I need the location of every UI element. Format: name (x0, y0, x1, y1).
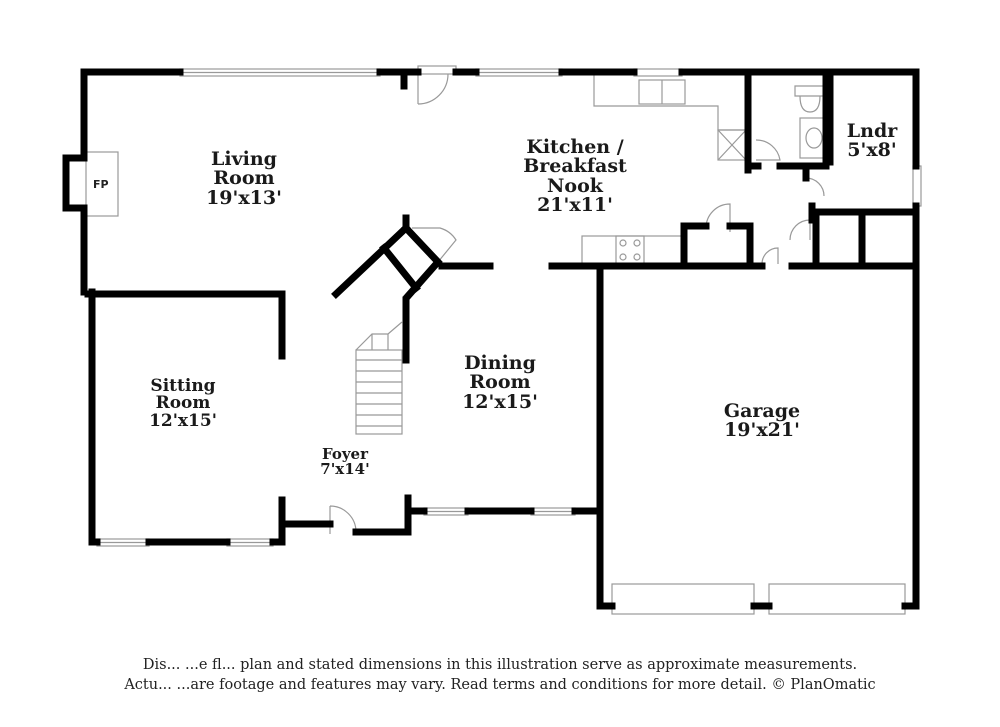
fixtures (85, 65, 922, 615)
living-name-line2: Room (213, 167, 275, 190)
floor-plan (62, 65, 922, 615)
kitchen-lower-counter (581, 235, 685, 265)
kitchen-dims: 21'x11' (537, 194, 613, 217)
room-label-dining: Dining Room 12'x15' (442, 352, 558, 413)
fireplace-box (85, 151, 119, 217)
disclaimer-line1: Dis... ...e fl... plan and stated dimens… (142, 657, 858, 673)
room-label-living: Living Room 19'x13' (184, 148, 304, 209)
laundry-dims: 5'x8' (847, 139, 897, 162)
kitchen-name-line2: Breakfast (523, 155, 627, 178)
sitting-dims: 12'x15' (149, 410, 217, 431)
fireplace-label: FP (93, 178, 109, 191)
garage-dims: 19'x21' (724, 419, 800, 442)
kitchen-name-line1: Kitchen / (526, 136, 624, 158)
walls (62, 68, 920, 610)
living-dims: 19'x13' (206, 186, 282, 209)
room-label-kitchen: Kitchen / Breakfast Nook 21'x11' (505, 136, 645, 217)
disclaimer-line2: Actu... ...are footage and features may … (124, 677, 876, 694)
toilet (794, 85, 826, 113)
room-label-sitting: Sitting Room 12'x15' (128, 376, 238, 431)
kitchen-upper-counter (593, 72, 748, 131)
disclaimer: Dis... ...e fl... plan and stated dimens… (0, 655, 1000, 696)
foyer-dims: 7'x14' (320, 460, 370, 479)
garage-name: Garage (723, 400, 801, 422)
sitting-name-line1: Sitting (150, 376, 216, 396)
dining-name-line2: Room (469, 371, 531, 394)
living-name-line1: Living (211, 148, 277, 170)
room-label-garage: Garage 19'x21' (702, 400, 822, 442)
room-label-laundry: Lndr 5'x8' (832, 120, 912, 162)
laundry-name: Lndr (846, 120, 898, 142)
stove (615, 235, 645, 265)
sitting-name-line2: Room (155, 393, 211, 414)
foyer-name: Foyer (322, 445, 368, 463)
kitchen-name-line3: Nook (547, 174, 603, 197)
room-label-foyer: Foyer 7'x14' (300, 445, 390, 479)
staircase (355, 321, 403, 435)
dining-name-line1: Dining (464, 352, 536, 374)
dining-dims: 12'x15' (462, 390, 538, 413)
